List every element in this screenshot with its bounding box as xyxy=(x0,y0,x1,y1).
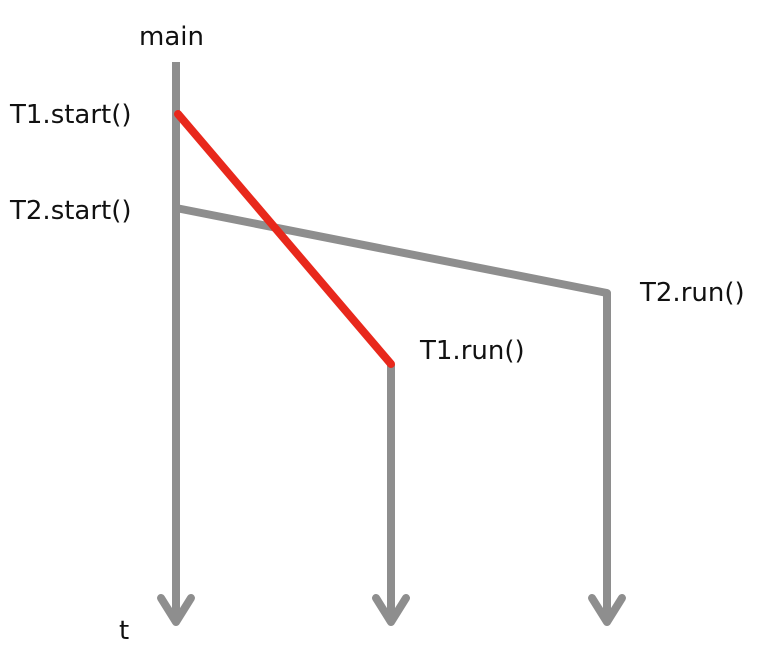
t2-start-label: T2.start() xyxy=(10,196,132,226)
t2-run-label: T2.run() xyxy=(640,278,745,308)
t1-thread-arrowhead xyxy=(372,594,410,626)
t2-thread-arrowhead xyxy=(588,594,626,626)
t1-run-label: T1.run() xyxy=(420,336,525,366)
main-thread-label: main xyxy=(139,22,204,52)
t1-spawn-line xyxy=(174,110,395,368)
time-axis-label: t xyxy=(119,616,130,646)
t2-spawn-line xyxy=(172,204,611,297)
t1-start-label: T1.start() xyxy=(10,100,132,130)
main-thread-arrowhead xyxy=(157,594,195,626)
